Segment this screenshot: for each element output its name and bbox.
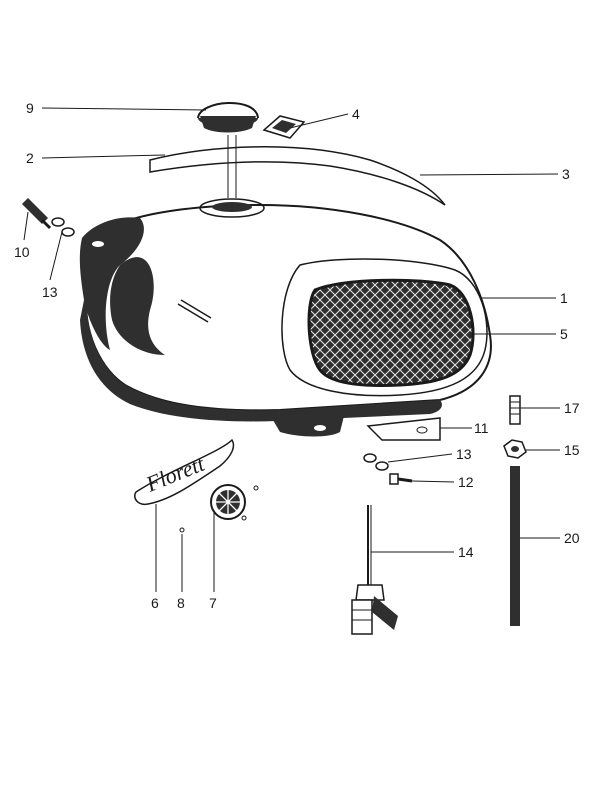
callout-13b: 13 (456, 446, 472, 462)
tank-vent-pin (177, 303, 209, 323)
fuel-tank (79, 198, 492, 437)
filler-neck-inner (212, 202, 252, 212)
washer-13b-2 (375, 461, 389, 471)
callout-11: 11 (474, 420, 489, 436)
callout-4: 4 (352, 106, 360, 122)
callout-6: 6 (151, 595, 159, 611)
callout-3: 3 (562, 166, 570, 182)
tank-lower-band (80, 280, 442, 422)
washer-13a-2 (61, 227, 75, 237)
callout-10: 10 (14, 244, 30, 260)
callout-12: 12 (458, 474, 474, 490)
washer-13a-1 (51, 217, 65, 227)
filler-cap (197, 102, 259, 133)
screw-12 (389, 473, 413, 485)
callout-13a: 13 (42, 284, 58, 300)
cap-gasket (262, 115, 306, 139)
bracket-11-hole (416, 426, 428, 434)
callout-14: 14 (458, 544, 474, 560)
fitting-17 (509, 395, 521, 425)
tank-vent-pin-shadow (180, 299, 212, 319)
callout-labels: 9 4 2 3 10 13 1 5 17 11 15 13 12 20 14 6… (14, 100, 580, 611)
callout-15: 15 (564, 442, 580, 458)
knee-pad-mesh (307, 278, 475, 387)
screw-8 (179, 527, 185, 533)
bolt-10 (22, 198, 52, 230)
tank-trim-strip (149, 146, 446, 206)
callout-9: 9 (26, 100, 34, 116)
emblem-screw-1 (253, 485, 259, 491)
bracket-11 (366, 417, 441, 441)
fuel-tube-20 (510, 466, 520, 626)
callout-2: 2 (26, 150, 34, 166)
mount-hole-lower (314, 425, 326, 431)
callout-7: 7 (209, 595, 217, 611)
callout-8: 8 (177, 595, 185, 611)
callout-1: 1 (560, 290, 568, 306)
callout-20: 20 (564, 530, 580, 546)
washer-13b-1 (363, 453, 377, 463)
emblem-7 (210, 484, 246, 520)
nut-15 (503, 439, 527, 459)
callout-17: 17 (564, 400, 580, 416)
mount-hole-front (92, 241, 104, 247)
fuel-tap-14 (351, 505, 398, 635)
leader-lines (23, 107, 560, 592)
tank-side-panel (281, 258, 488, 397)
emblem-screw-2 (241, 515, 247, 521)
tank-front-bracket (79, 217, 144, 350)
callout-5: 5 (560, 326, 568, 342)
tank-mount-bracket-lower (270, 412, 345, 437)
filler-neck-outer (199, 198, 265, 218)
tank-knee-recess (110, 257, 165, 355)
